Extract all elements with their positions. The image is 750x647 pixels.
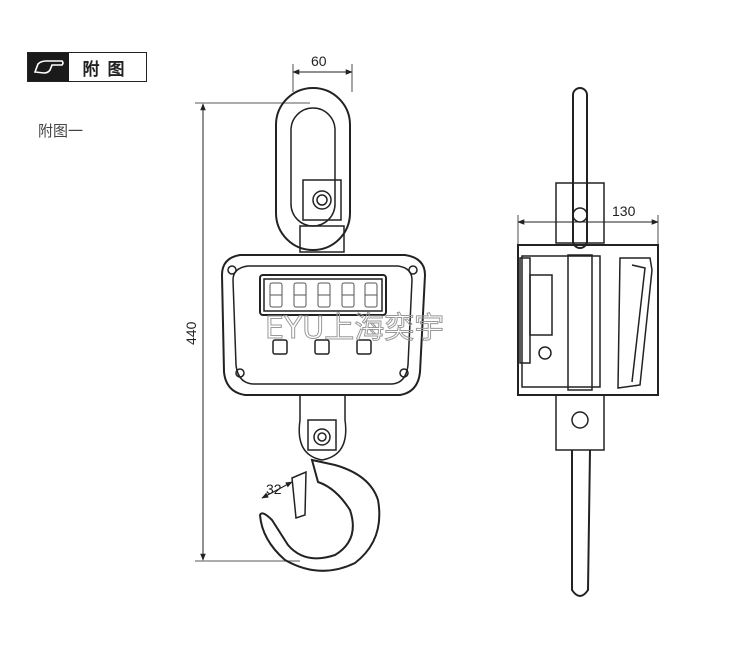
- section-header: 附图: [27, 52, 147, 82]
- watermark: EYU上海奕宇: [265, 311, 444, 346]
- front-view: [220, 87, 427, 572]
- dim-hook-opening: 32: [266, 481, 282, 497]
- dim-total-height: 440: [183, 321, 199, 345]
- figure-caption: 附图一: [38, 122, 84, 140]
- dim-ring-width: 60: [311, 53, 327, 69]
- button-right: [356, 339, 372, 355]
- dim-depth: 130: [612, 203, 636, 219]
- button-center: [314, 339, 330, 355]
- pointing-hand-icon: [28, 53, 69, 81]
- seven-segment-digits: [269, 282, 378, 308]
- header-title: 附图: [82, 59, 133, 80]
- side-view: [517, 87, 659, 597]
- button-left: [272, 339, 288, 355]
